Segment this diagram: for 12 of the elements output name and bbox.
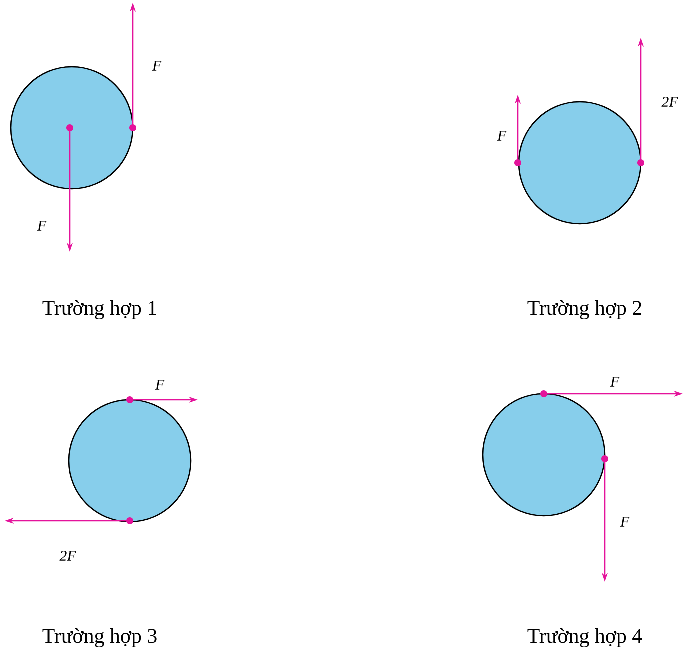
case-title: Trường hợp 3 <box>42 628 157 648</box>
case-title: Trường hợp 2 <box>528 300 642 320</box>
force-label: F <box>610 377 620 387</box>
force-label: F <box>620 517 630 527</box>
force-label: F <box>37 221 47 231</box>
case-title: Trường hợp 4 <box>528 628 642 648</box>
force-label: F <box>497 131 507 141</box>
force-label: 2F <box>662 97 678 107</box>
force-label: 2F <box>60 551 76 561</box>
force-label: F <box>155 380 165 390</box>
case-title: Trường hợp 1 <box>42 300 156 320</box>
force-label: F <box>152 61 162 71</box>
